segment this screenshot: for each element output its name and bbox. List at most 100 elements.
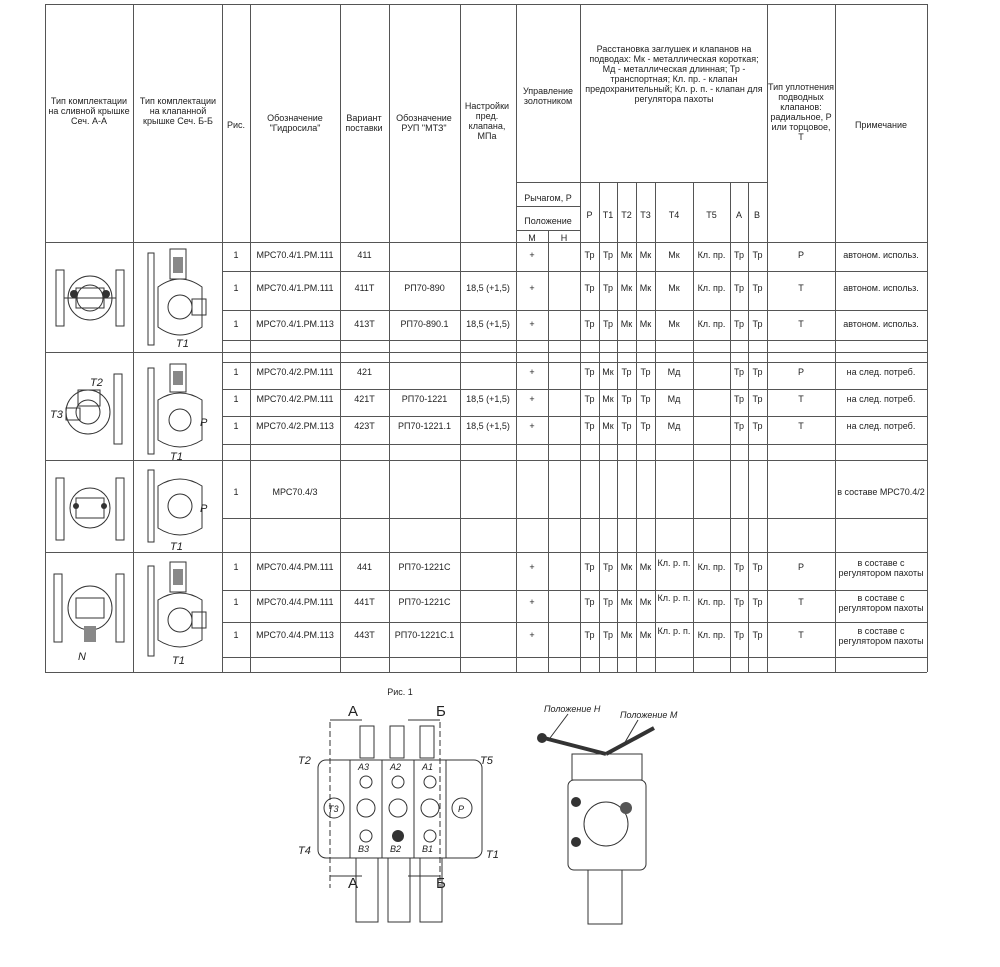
sketch-drain-cover-4: N bbox=[53, 573, 125, 663]
cell-a: Тр bbox=[734, 562, 744, 572]
cell-ris: 1 bbox=[233, 630, 239, 640]
cell-p: Тр bbox=[584, 319, 595, 329]
figure-side-view: Положение Н Положение М bbox=[537, 704, 678, 925]
cell-ris: 1 bbox=[233, 487, 239, 497]
sketch-valve-cover-3: P T1 bbox=[147, 469, 208, 552]
grid-line bbox=[222, 416, 927, 417]
header-drain-cover: Тип комплектации на сливной крышке Сеч. … bbox=[48, 96, 130, 126]
cell-p: Тр bbox=[584, 250, 595, 260]
header-position-n: Н bbox=[560, 233, 568, 243]
cell-a: Тр bbox=[734, 597, 744, 607]
svg-text:А: А bbox=[348, 875, 358, 892]
svg-text:А2: А2 bbox=[389, 762, 401, 772]
cell-a: Тр bbox=[734, 630, 744, 640]
cell-b: Тр bbox=[752, 630, 763, 640]
header-port-t1: Т1 bbox=[602, 210, 614, 220]
cell-seal: Т bbox=[798, 394, 804, 404]
grid-line bbox=[133, 4, 134, 672]
grid-line bbox=[835, 4, 836, 672]
svg-text:T2: T2 bbox=[298, 755, 311, 767]
cell-seal: Т bbox=[798, 283, 804, 293]
svg-text:В2: В2 bbox=[390, 844, 401, 854]
cell-ctrl: + bbox=[529, 394, 535, 404]
grid-line bbox=[767, 4, 768, 672]
cell-t2: Мк bbox=[620, 283, 633, 293]
header-variant: Вариант поставки bbox=[345, 113, 383, 133]
svg-text:А1: А1 bbox=[421, 762, 433, 772]
cell-b: Тр bbox=[752, 250, 763, 260]
cell-ctrl: + bbox=[529, 421, 535, 431]
grid-line bbox=[222, 362, 927, 363]
cell-t4: Мд bbox=[667, 394, 681, 404]
cell-seal: Т bbox=[798, 630, 804, 640]
cell-t1: Мк bbox=[602, 394, 614, 404]
cell-ris: 1 bbox=[233, 250, 239, 260]
cell-t4: Мд bbox=[667, 367, 681, 377]
grid-line bbox=[222, 622, 927, 623]
cell-b: Тр bbox=[752, 319, 763, 329]
grid-line bbox=[45, 242, 927, 243]
cell-t2: Мк bbox=[620, 319, 633, 329]
cell-t5: Кл. пр. bbox=[697, 250, 726, 260]
cell-t5: Кл. пр. bbox=[697, 597, 726, 607]
cell-rup: РП70-1221 bbox=[401, 394, 448, 404]
cell-code: МРС70.4/4.РМ.111 bbox=[256, 562, 334, 572]
cell-code: МРС70.4/1.РМ.111 bbox=[256, 250, 334, 260]
cell-t2: Мк bbox=[620, 562, 633, 572]
grid-line bbox=[730, 182, 731, 672]
cell-code: МРС70.4/4.РМ.111 bbox=[256, 597, 334, 607]
cell-b: Тр bbox=[752, 562, 763, 572]
grid-line bbox=[45, 352, 927, 353]
cell-p: Тр bbox=[584, 367, 595, 377]
header-position: Положение bbox=[524, 216, 572, 226]
grid-line bbox=[617, 182, 618, 672]
cell-a: Тр bbox=[734, 421, 744, 431]
sketch-drain-cover-1 bbox=[55, 269, 125, 327]
cell-variant: 411Т bbox=[354, 283, 375, 293]
header-port-t5: Т5 bbox=[706, 210, 717, 220]
cell-t4: Кл. р. п. bbox=[657, 593, 691, 603]
header-settings: Настройки пред. клапана, МПа bbox=[464, 101, 510, 141]
cell-variant: 441Т bbox=[354, 597, 375, 607]
cell-ris: 1 bbox=[233, 597, 239, 607]
svg-text:T2: T2 bbox=[90, 377, 103, 389]
grid-line bbox=[460, 4, 461, 672]
svg-text:А: А bbox=[348, 703, 358, 720]
cell-ctrl: + bbox=[529, 630, 535, 640]
cell-p: Тр bbox=[584, 630, 595, 640]
header-port-t3: Т3 bbox=[640, 210, 651, 220]
cell-ris: 1 bbox=[233, 421, 239, 431]
cell-variant: 413Т bbox=[354, 319, 375, 329]
svg-text:N: N bbox=[78, 651, 86, 663]
cell-t5: Кл. пр. bbox=[697, 283, 726, 293]
cell-note: в составе МРС70.4/2 bbox=[837, 487, 925, 497]
grid-line bbox=[45, 552, 927, 553]
cell-a: Тр bbox=[734, 250, 744, 260]
header-valve-cover: Тип комплектации на клапанной крышке Сеч… bbox=[139, 96, 217, 126]
cell-variant: 421Т bbox=[354, 394, 375, 404]
grid-line bbox=[222, 4, 223, 672]
cell-p: Тр bbox=[584, 421, 595, 431]
cell-code: МРС70.4/2.РМ.111 bbox=[256, 367, 334, 377]
header-control: Управление золотником bbox=[522, 86, 574, 106]
grid-line bbox=[548, 230, 549, 672]
cell-rup: РП70-1221.1 bbox=[397, 421, 451, 431]
grid-line bbox=[693, 182, 694, 672]
cell-note: на след. потреб. bbox=[846, 367, 916, 377]
header-lever: Рычагом, Р bbox=[524, 193, 572, 203]
cell-ris: 1 bbox=[233, 394, 239, 404]
cell-ctrl: + bbox=[529, 283, 535, 293]
cell-note: автоном. использ. bbox=[843, 283, 919, 293]
header-note: Примечание bbox=[854, 120, 908, 130]
grid-line bbox=[222, 389, 927, 390]
svg-text:Положение М: Положение М bbox=[620, 710, 678, 720]
svg-text:T5: T5 bbox=[480, 755, 494, 767]
cell-t1: Мк bbox=[602, 421, 614, 431]
sketch-valve-cover-4: T1 bbox=[147, 561, 207, 666]
cell-t1: Тр bbox=[603, 250, 613, 260]
cell-t2: Тр bbox=[621, 421, 632, 431]
cell-t4: Мк bbox=[668, 283, 680, 293]
grid-line bbox=[222, 518, 927, 519]
grid-line bbox=[580, 4, 581, 672]
cell-code: МРС70.4/1.РМ.111 bbox=[256, 283, 334, 293]
